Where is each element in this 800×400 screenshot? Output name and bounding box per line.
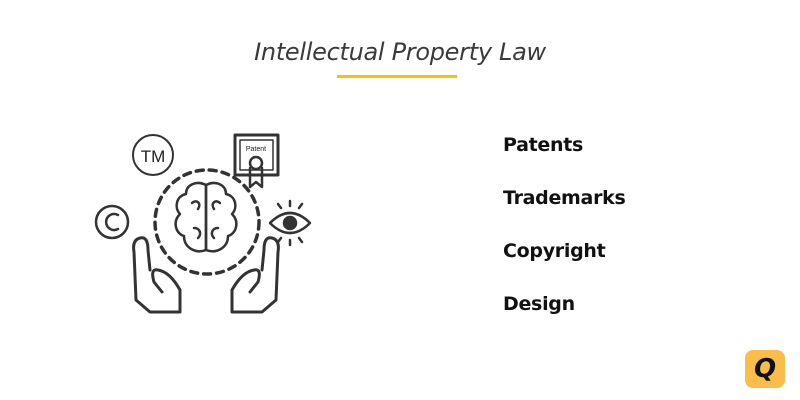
brain-icon (174, 181, 238, 253)
svg-text:TM: TM (141, 147, 166, 166)
eye-icon (268, 199, 312, 247)
svg-text:Patent: Patent (246, 146, 266, 153)
copyright-icon (94, 204, 130, 240)
ip-illustration: TM Patent (94, 133, 312, 314)
list-item-trademarks: Trademarks (503, 187, 626, 209)
trademark-icon: TM (132, 134, 174, 176)
page-title: Intellectual Property Law (254, 38, 546, 66)
hands-icon (132, 236, 280, 314)
dashed-circle (153, 168, 261, 276)
list-item-patents: Patents (503, 134, 584, 156)
q-logo-badge[interactable]: Q (745, 350, 785, 388)
patent-certificate-icon: Patent (233, 133, 280, 189)
list-item-copyright: Copyright (503, 240, 606, 262)
list-item-design: Design (503, 293, 575, 315)
ip-categories-list: Patents Trademarks Copyright Design (503, 132, 626, 344)
title-underline (337, 75, 457, 78)
